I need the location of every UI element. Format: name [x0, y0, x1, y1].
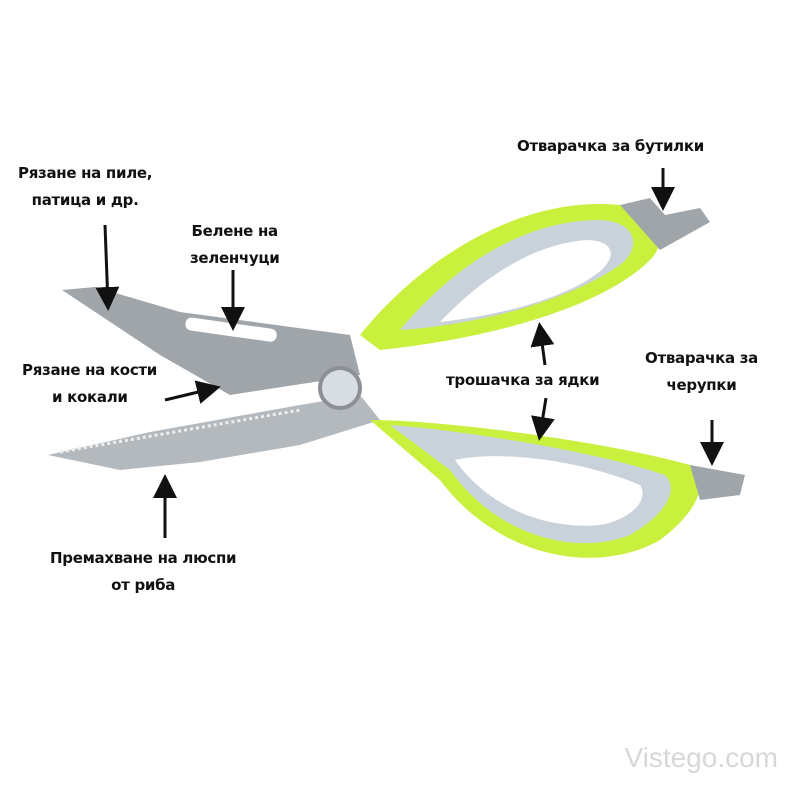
label-line: зеленчуци: [190, 249, 280, 267]
label-line: Отварачка за: [645, 349, 758, 367]
label-bottle-opener: Отварачка за бутилки: [517, 137, 704, 155]
label-line: Рязане на пиле,: [18, 164, 153, 182]
annotation-arrows: [95, 168, 724, 538]
label-line: и кокали: [52, 388, 128, 406]
label-fish-scale-removal: Премахване на люспи от риба: [50, 545, 237, 599]
serrated-edge: [59, 408, 301, 454]
jar-opener-tip: [690, 465, 745, 500]
label-poultry-cutting: Рязане на пиле, патица и др.: [18, 160, 152, 214]
bottle-opener-tip: [620, 198, 710, 250]
pivot-screw: [318, 366, 362, 410]
label-line: Рязане на кости: [22, 361, 158, 379]
label-jar-opener: Отварачка за черупки: [645, 345, 758, 399]
label-line: от риба: [111, 576, 176, 594]
label-line: Премахване на люспи: [50, 549, 237, 567]
watermark: Vistego.com: [624, 742, 778, 773]
upper-blade: [62, 287, 360, 395]
label-bone-cutting: Рязане на кости и кокали: [22, 357, 157, 411]
lower-blade: [48, 395, 380, 470]
label-line: Белене на: [191, 222, 279, 240]
label-line: патица и др.: [31, 191, 139, 209]
label-vegetable-peeling: Белене на зеленчуци: [190, 218, 280, 272]
label-line: черупки: [666, 376, 737, 394]
label-nutcracker: трошачка за ядки: [446, 371, 600, 389]
